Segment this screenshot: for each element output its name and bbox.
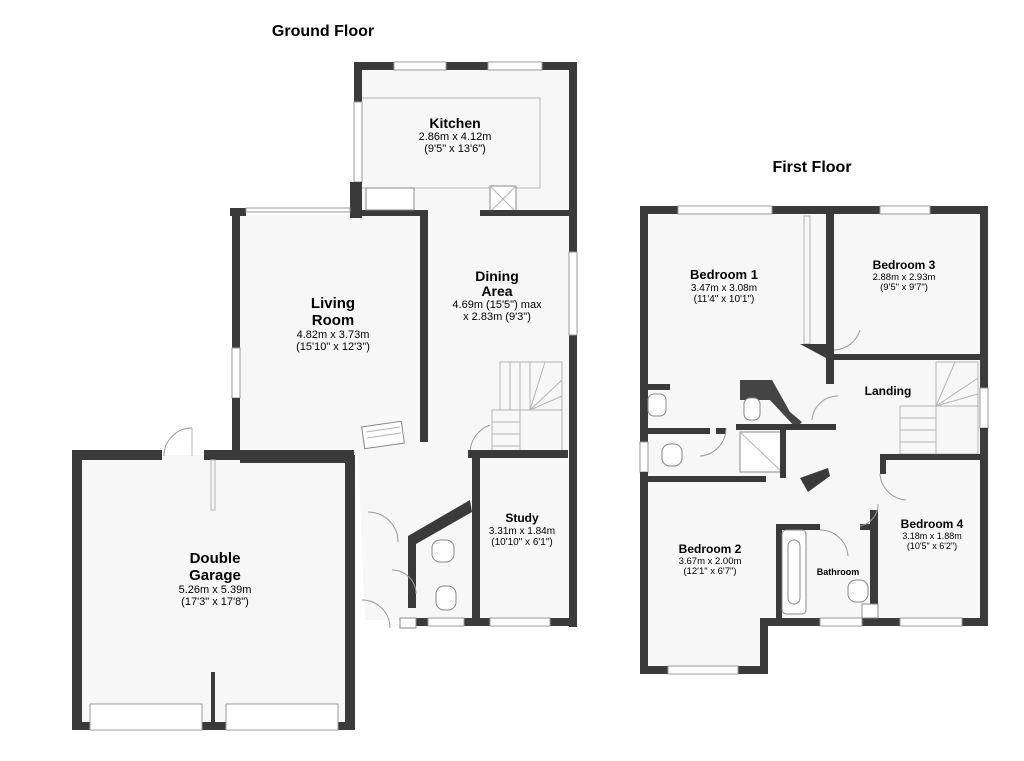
kitchen-metric: 2.86m x 4.12m	[419, 131, 492, 143]
study-name: Study	[505, 511, 539, 525]
double-garage-label: Double Garage 5.26m x 5.39m (17'3" x 17'…	[179, 550, 252, 608]
living-name-line1: Living	[311, 295, 355, 312]
bedroom-1-metric: 3.47m x 3.08m	[691, 283, 757, 294]
bedroom-3-name: Bedroom 3	[873, 258, 936, 272]
dining-imperial: x 2.83m (9'3")	[463, 311, 531, 323]
living-metric: 4.82m x 3.73m	[297, 329, 370, 341]
bedroom-2-metric: 3.67m x 2.00m	[679, 556, 742, 567]
garage-name-line2: Garage	[189, 567, 241, 584]
dining-name-line2: Area	[481, 283, 512, 299]
first-floor-title: First Floor	[772, 159, 851, 176]
living-imperial: (15'10" x 12'3")	[296, 341, 370, 353]
bedroom-2-imperial: (12'1" x 6'7")	[683, 566, 736, 577]
bedroom-1-label: Bedroom 1 3.47m x 3.08m (11'4" x 10'1")	[690, 267, 758, 305]
ground-floor-title: Ground Floor	[272, 23, 374, 40]
bedroom-4-metric: 3.18m x 1.88m	[902, 531, 962, 541]
bedroom-3-metric: 2.88m x 2.93m	[873, 272, 936, 283]
garage-metric: 5.26m x 5.39m	[179, 584, 252, 596]
dining-area-label: Dining Area 4.69m (15'5") max x 2.83m (9…	[452, 268, 542, 323]
study-label: Study 3.31m x 1.84m (10'10" x 6'1")	[489, 511, 555, 548]
first-floor	[639, 205, 989, 675]
bedroom-4-name: Bedroom 4	[901, 517, 964, 531]
bedroom-4-label: Bedroom 4 3.18m x 1.88m (10'5" x 6'2")	[901, 517, 964, 551]
kitchen-name: Kitchen	[429, 115, 480, 131]
bedroom-4-imperial: (10'5" x 6'2")	[907, 541, 957, 551]
study-imperial: (10'10" x 6'1")	[491, 537, 553, 548]
dining-metric: 4.69m (15'5") max	[452, 299, 542, 311]
living-room-label: Living Room 4.82m x 3.73m (15'10" x 12'3…	[296, 295, 370, 353]
bedroom-1-name: Bedroom 1	[690, 267, 758, 282]
garage-imperial: (17'3" x 17'8")	[181, 596, 249, 608]
study-metric: 3.31m x 1.84m	[489, 526, 555, 537]
bedroom-2-label: Bedroom 2 3.67m x 2.00m (12'1" x 6'7")	[679, 542, 742, 577]
bedroom-2-name: Bedroom 2	[679, 542, 742, 556]
landing-name: Landing	[865, 384, 912, 398]
dining-name-line1: Dining	[475, 268, 519, 284]
garage-name-line1: Double	[190, 550, 241, 567]
ground-floor	[72, 61, 578, 731]
kitchen-imperial: (9'5" x 13'6")	[424, 143, 486, 155]
bedroom-3-label: Bedroom 3 2.88m x 2.93m (9'5" x 9'7")	[873, 258, 936, 293]
kitchen-label: Kitchen 2.86m x 4.12m (9'5" x 13'6")	[419, 115, 492, 155]
bedroom-1-imperial: (11'4" x 10'1")	[694, 294, 755, 305]
living-name-line2: Room	[312, 312, 355, 329]
bathroom-name: Bathroom	[817, 567, 860, 577]
bedroom-3-imperial: (9'5" x 9'7")	[880, 282, 928, 293]
